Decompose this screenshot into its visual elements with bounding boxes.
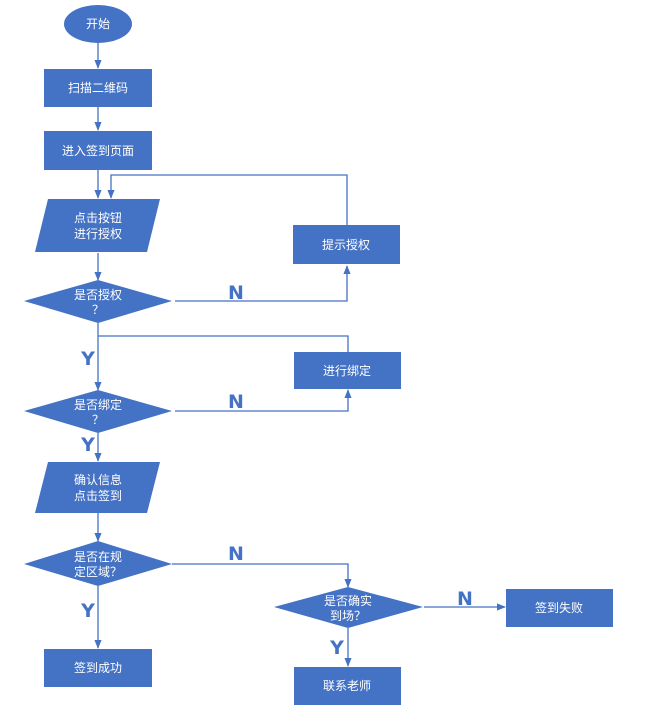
in-area-decision: 是否在规 定区域？ [24,541,172,586]
contact-teacher-text: 联系老师 [323,679,371,693]
edge-label-area-no: N [228,543,244,565]
edge-label-bind-no: N [228,391,244,413]
edge-label-site-yes: Y [329,637,344,659]
edge-area-onsite [172,563,352,588]
success-node: 签到成功 [44,649,152,687]
start-node-text: 开始 [86,17,110,31]
edge-isauth-prompt [175,265,351,302]
confirm-line2: 点击签到 [74,488,122,503]
click-auth-line1: 点击按钮 [74,210,122,225]
success-text: 签到成功 [74,660,122,675]
scan-qr-text: 扫描二维码 [68,81,128,95]
edge-bind-back [98,335,349,353]
start-node: 开始 [64,5,132,43]
prompt-auth-text: 提示授权 [322,237,370,252]
connectors [94,43,506,667]
edge-label-bind-yes: Y [80,434,95,456]
do-bind-node: 进行绑定 [294,352,401,389]
click-auth-node: 点击按钮 进行授权 [35,199,160,252]
on-site-decision: 是否确实 到场？ [274,587,423,628]
confirm-node: 确认信息 点击签到 [35,462,160,513]
is-auth-line1: 是否授权 [74,287,122,302]
do-bind-text: 进行绑定 [323,363,371,378]
is-bound-line1: 是否绑定 [74,397,122,412]
is-bound-line2: ？ [92,413,104,427]
click-auth-line2: 进行授权 [74,226,122,241]
edge-label-auth-yes: Y [80,348,95,370]
confirm-line1: 确认信息 [74,472,122,487]
fail-text: 签到失败 [535,600,583,615]
on-site-line1: 是否确实 [324,593,372,608]
on-site-line2: 到场？ [330,609,366,623]
contact-teacher-node: 联系老师 [294,667,401,705]
in-area-line2: 定区域？ [74,564,122,579]
in-area-line1: 是否在规 [74,549,122,564]
edge-isbound-bind [175,389,352,412]
enter-page-node: 进入签到页面 [44,131,152,170]
is-auth-decision: 是否授权 ？ [24,280,172,323]
enter-page-text: 进入签到页面 [62,143,134,158]
fail-node: 签到失败 [506,589,613,627]
prompt-auth-node: 提示授权 [293,225,400,264]
is-bound-decision: 是否绑定 ？ [24,390,172,433]
edge-label-auth-no: N [228,282,244,304]
edge-prompt-click [107,174,348,225]
is-auth-line2: ？ [92,303,104,317]
edge-label-site-no: N [457,588,473,610]
scan-qr-node: 扫描二维码 [44,69,152,107]
edge-label-area-yes: Y [80,600,95,622]
